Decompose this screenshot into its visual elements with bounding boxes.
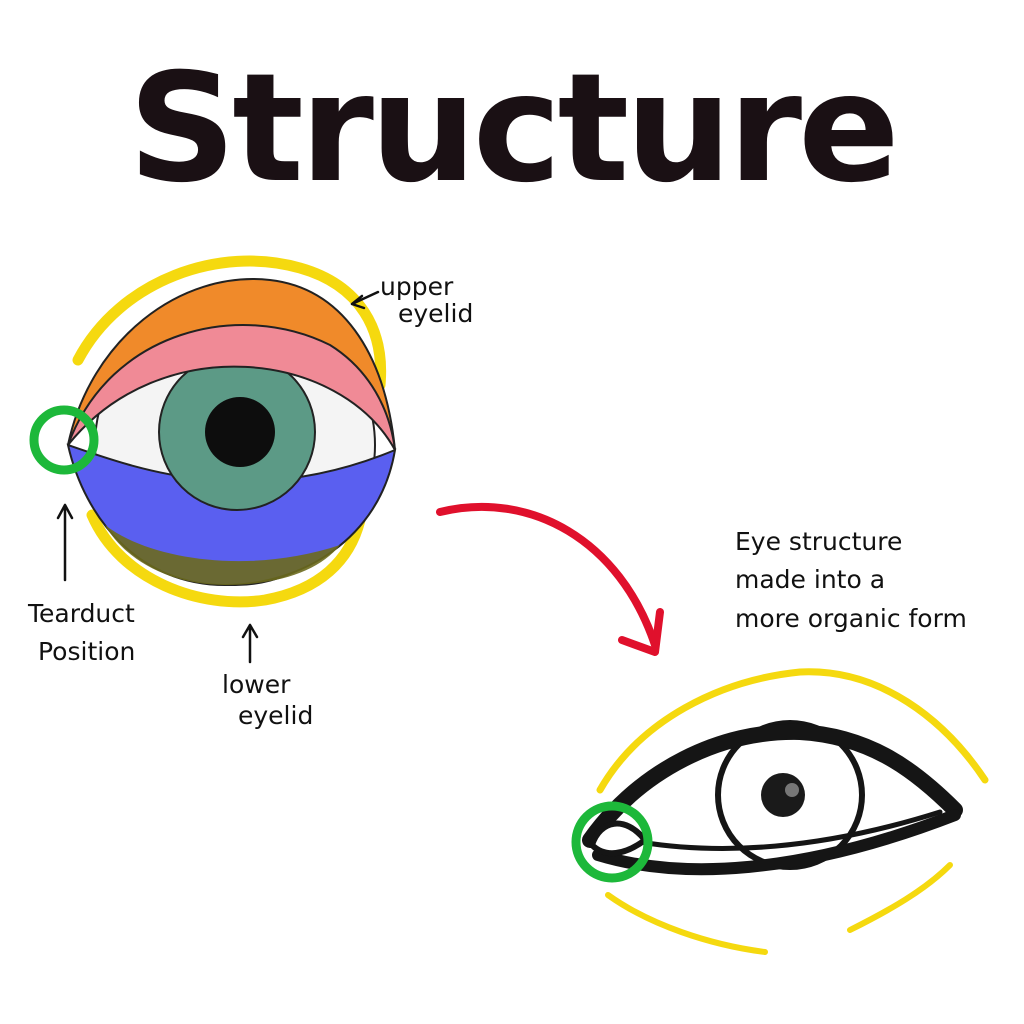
pupil	[205, 397, 275, 467]
upper-eyelid-arrow	[350, 290, 380, 310]
tearduct-marker	[29, 405, 99, 475]
structured-eye	[29, 255, 397, 608]
organic-iris	[761, 773, 805, 817]
upper-eyelid-shape	[67, 324, 396, 451]
upper-outline-stroke	[72, 255, 387, 391]
lower-outline-stroke	[86, 509, 366, 608]
red-arrow-shaft	[436, 502, 659, 649]
lower-eyelid-label-2: eyelid	[238, 701, 313, 730]
tearduct-label-1: Tearduct	[27, 599, 135, 628]
organic-upper-lid	[582, 723, 963, 848]
organic-tearduct-marker	[571, 801, 653, 883]
organic-lower-outline-left	[605, 892, 768, 955]
organic-eye	[571, 668, 989, 955]
organic-form-note: Eye structure made into a more organic f…	[735, 527, 967, 633]
note-line-1: Eye structure	[735, 527, 902, 556]
lower-eyelid-annotation: lower eyelid	[222, 623, 313, 730]
tearduct-annotation: Tearduct Position	[27, 503, 135, 666]
lower-eyelid-shadow	[105, 525, 340, 585]
organic-tearduct	[588, 820, 650, 857]
page-title: Structure	[128, 42, 896, 216]
organic-lower-lid	[592, 809, 961, 876]
note-line-3: more organic form	[735, 604, 967, 633]
lower-eyelid-label-1: lower	[222, 670, 291, 699]
upper-eyelid-annotation: upper eyelid	[350, 272, 473, 328]
upper-eyelid-label-1: upper	[380, 272, 454, 301]
note-line-2: made into a	[735, 565, 885, 594]
lower-eyelid-arrow	[241, 623, 259, 664]
organic-highlight	[785, 783, 799, 797]
tearduct-arrow	[56, 503, 74, 582]
organic-upper-outline	[596, 668, 989, 794]
upper-eyelid-label-2: eyelid	[398, 299, 473, 328]
transformation-arrow	[436, 502, 664, 656]
red-arrow-head	[618, 608, 664, 656]
tearduct-label-2: Position	[38, 637, 135, 666]
organic-lower-outline-right	[847, 862, 953, 933]
organic-waterline	[637, 809, 943, 851]
